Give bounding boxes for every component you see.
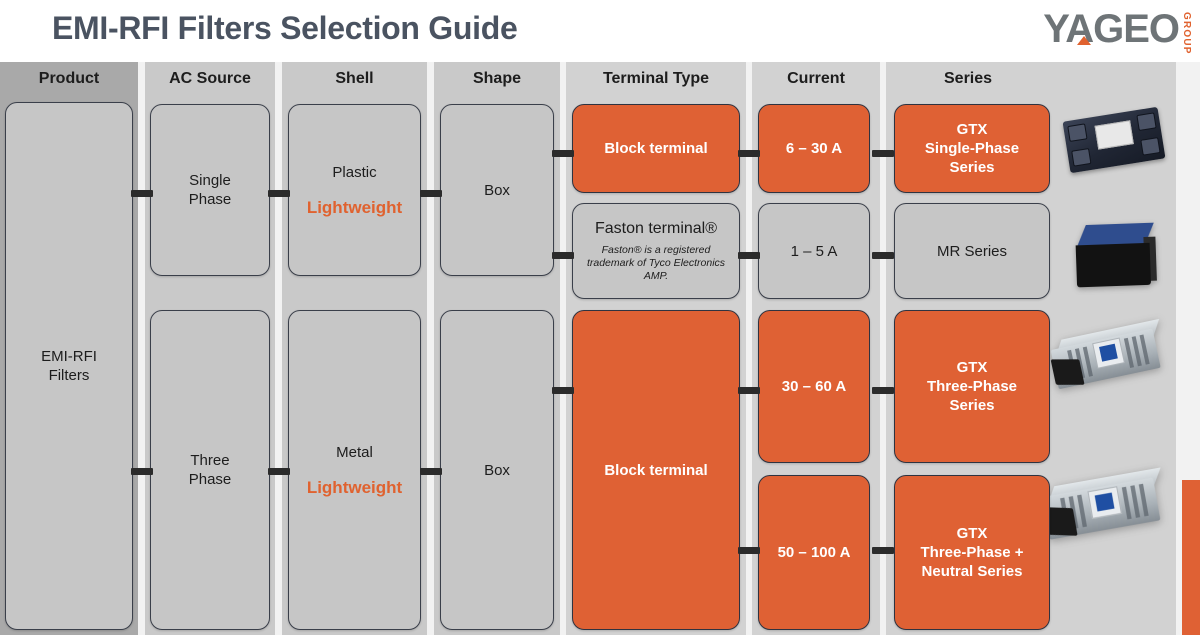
metal-filter-graphic (1049, 318, 1171, 401)
connector-30-60a-to-gtx-three (872, 387, 894, 394)
logo-group-text: GROUP (1181, 12, 1192, 55)
node-label: 50 – 100 A (777, 544, 851, 561)
product-label-sticker (1094, 120, 1134, 150)
terminal-lug (1067, 123, 1088, 142)
column-header-current: Current (787, 70, 845, 87)
connector-plastic-to-box-top (420, 190, 442, 197)
node-product-emi-rfi-filters[interactable]: EMI-RFI Filters (5, 102, 133, 630)
node-label: Block terminal (604, 140, 708, 157)
encapsulated-filter-graphic (1075, 222, 1157, 288)
column-header-product: Product (38, 70, 100, 87)
gtx-single-phase-filter-photo (1062, 106, 1166, 174)
metal-filter-graphic (1041, 467, 1171, 553)
connector-1-5a-to-mr (872, 252, 894, 259)
connector-block-to-50-100a (738, 547, 760, 554)
logo-wordmark: YAGEO (1043, 7, 1180, 51)
mr-series-filter-photo (1075, 222, 1157, 288)
product-photo-strip (1041, 62, 1200, 635)
connector-product-to-three (131, 468, 153, 475)
node-label: GTX Single-Phase Series (924, 121, 1020, 176)
node-terminal-block-bottom[interactable]: Block terminal (572, 310, 740, 630)
node-current-1-5a[interactable]: 1 – 5 A (758, 203, 870, 299)
cube-front-face (1075, 242, 1152, 288)
gtx-three-phase-filter-photo (1050, 318, 1166, 390)
node-label: Faston terminal® (594, 220, 718, 237)
node-series-mr[interactable]: MR Series (894, 203, 1050, 299)
node-series-gtx-three-phase-neutral[interactable]: GTX Three-Phase + Neutral Series (894, 475, 1050, 630)
terminal-lug (1136, 112, 1157, 131)
connector-box-to-block-bottom (552, 387, 574, 394)
node-series-gtx-three-phase[interactable]: GTX Three-Phase Series (894, 310, 1050, 463)
connector-50-100a-to-gtx-three-n (872, 547, 894, 554)
node-label: GTX Three-Phase Series (926, 359, 1018, 414)
node-shell-plastic[interactable]: Plastic Lightweight (288, 104, 421, 276)
node-label: Three Phase (188, 452, 232, 488)
node-terminal-block-top[interactable]: Block terminal (572, 104, 740, 193)
terminal-lug (1071, 148, 1092, 167)
node-label: GTX Three-Phase + Neutral Series (920, 525, 1024, 580)
node-label: 1 – 5 A (790, 242, 838, 260)
node-label: MR Series (936, 242, 1007, 260)
node-label: Plastic (332, 163, 377, 181)
node-shell-metal[interactable]: Metal Lightweight (288, 310, 421, 630)
node-highlight-lightweight: Lightweight (306, 477, 403, 497)
connector-faston-to-1-5a (738, 252, 760, 259)
node-current-50-100a[interactable]: 50 – 100 A (758, 475, 870, 630)
terminal-lug (1140, 137, 1161, 156)
node-label: EMI-RFI Filters (41, 348, 97, 384)
node-series-gtx-single-phase[interactable]: GTX Single-Phase Series (894, 104, 1050, 193)
node-shape-box-bottom[interactable]: Box (440, 310, 554, 630)
node-current-30-60a[interactable]: 30 – 60 A (758, 310, 870, 463)
connector-three-to-metal (268, 468, 290, 475)
connector-6-30a-to-gtx-single (872, 150, 894, 157)
connector-block-to-30-60a (738, 387, 760, 394)
product-label-sticker (1087, 486, 1123, 520)
node-label: Single Phase (188, 172, 232, 208)
page-header: EMI-RFI Filters Selection Guide YAGEO GR… (0, 0, 1200, 62)
node-ac-three-phase[interactable]: Three Phase (150, 310, 270, 630)
node-shape-box-top[interactable]: Box (440, 104, 554, 276)
column-header-shape: Shape (472, 70, 521, 87)
node-ac-single-phase[interactable]: Single Phase (150, 104, 270, 276)
connector-metal-to-box-bottom (420, 468, 442, 475)
node-label: 30 – 60 A (781, 378, 847, 395)
orange-accent-strip (1182, 480, 1200, 635)
connector-single-to-plastic (268, 190, 290, 197)
connector-block-to-6-30a (738, 150, 760, 157)
node-highlight-lightweight: Lightweight (306, 197, 403, 217)
node-label: Block terminal (604, 461, 708, 479)
gtx-three-phase-neutral-filter-photo (1041, 467, 1162, 540)
column-header-terminal-type: Terminal Type (602, 70, 710, 87)
node-label: Box (484, 181, 510, 199)
page-title: EMI-RFI Filters Selection Guide (52, 10, 518, 46)
node-label: Metal (336, 443, 373, 461)
node-trademark-note: Faston® is a registered trademark of Tyc… (586, 244, 726, 282)
node-terminal-faston[interactable]: Faston terminal® Faston® is a registered… (572, 203, 740, 299)
column-header-series: Series (944, 70, 993, 87)
column-header-shell: Shell (335, 70, 374, 87)
terminal-block-graphic (1050, 359, 1085, 385)
selection-guide-board: Product AC Source Shell Shape Terminal T… (0, 62, 1200, 635)
connector-product-to-single (131, 190, 153, 197)
connector-box-to-faston (552, 252, 574, 259)
column-header-ac-source: AC Source (169, 70, 251, 87)
yageo-logo: YAGEO GROUP (1043, 7, 1192, 55)
filter-module-graphic (1062, 106, 1166, 174)
logo-triangle-icon (1077, 36, 1092, 45)
node-label: Box (484, 461, 510, 479)
node-current-6-30a[interactable]: 6 – 30 A (758, 104, 870, 193)
node-label: 6 – 30 A (785, 140, 843, 157)
connector-box-to-block-top (552, 150, 574, 157)
